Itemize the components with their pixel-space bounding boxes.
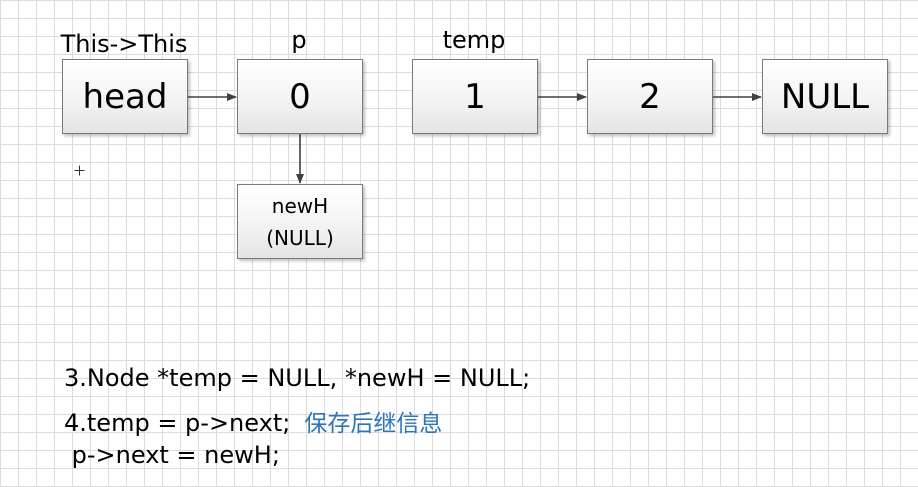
node-2[interactable]: 2: [587, 59, 713, 134]
code-line-2-comment: 保存后继信息: [304, 411, 443, 437]
head-node[interactable]: head: [62, 59, 188, 134]
node-1[interactable]: 1: [412, 59, 538, 134]
node-0[interactable]: 0: [237, 59, 363, 134]
this-label: This->This: [60, 30, 188, 58]
crosshair-icon: [74, 165, 85, 176]
temp-label: temp: [442, 26, 506, 54]
newh-name: newH: [271, 193, 329, 218]
p-label: p: [291, 26, 307, 54]
code-line-1: 3.Node *temp = NULL, *newH = NULL;: [64, 364, 531, 392]
code-line-3: p->next = newH;: [64, 441, 280, 469]
code-line-2-text: 4.temp = p->next;: [64, 409, 291, 437]
newh-node[interactable]: newH (NULL): [237, 184, 363, 259]
code-line-2: 4.temp = p->next; 保存后继信息: [64, 404, 442, 438]
newh-value: (NULL): [266, 225, 334, 250]
null-node[interactable]: NULL: [762, 59, 888, 134]
